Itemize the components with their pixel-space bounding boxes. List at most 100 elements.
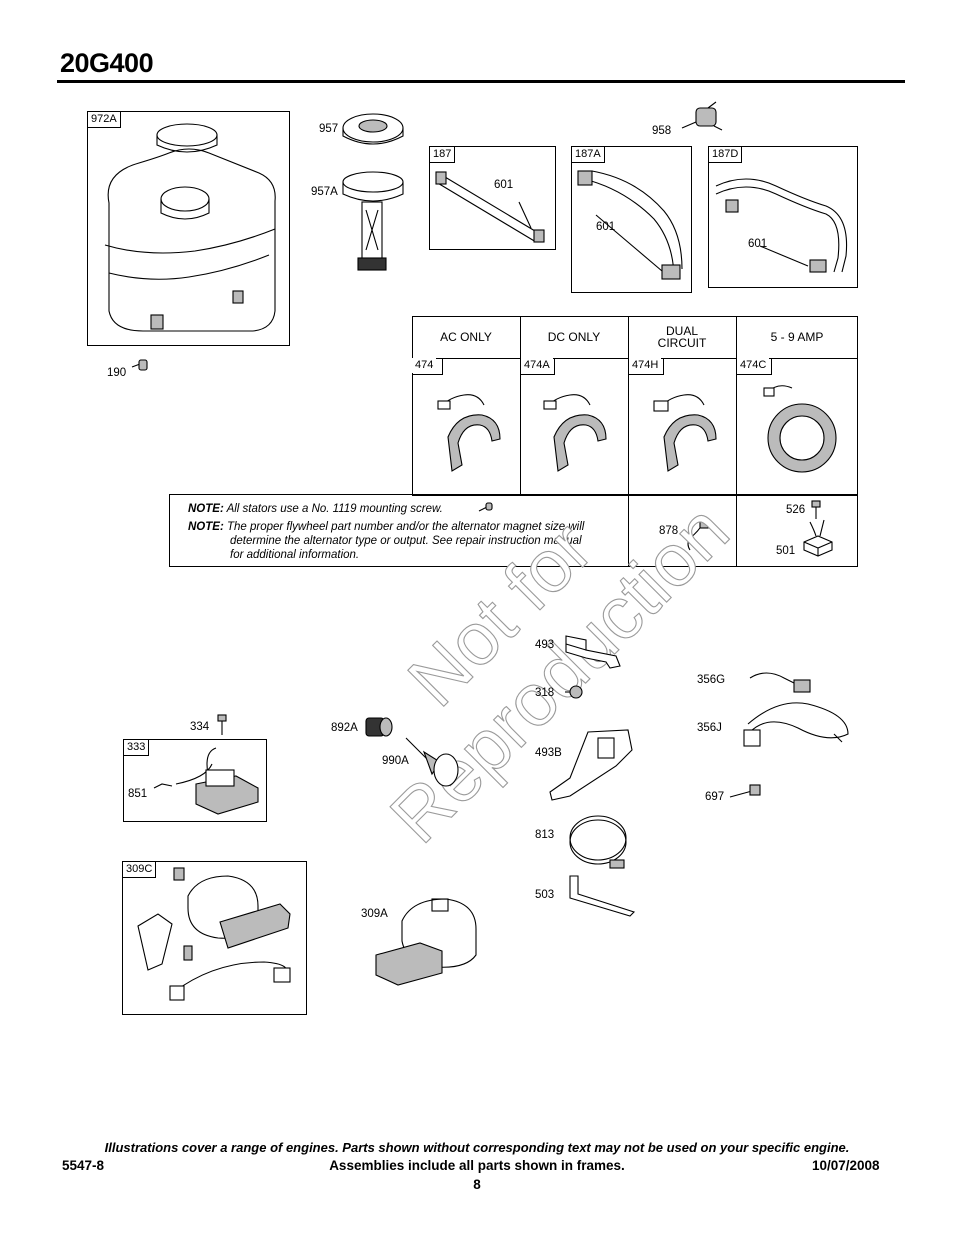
- clip-icon: [153, 783, 173, 789]
- part-label-957: 957: [319, 123, 339, 135]
- starter-motor-icon: [375, 898, 477, 986]
- mounting-plate-icon: [549, 729, 633, 801]
- stator-ac-icon: [437, 394, 501, 472]
- part-label-957A: 957A: [311, 186, 338, 198]
- note-2-line-3: for additional information.: [230, 549, 360, 561]
- switch-icon: [365, 717, 393, 737]
- note-label: NOTE:: [188, 503, 224, 515]
- part-label-309A: 309A: [361, 908, 388, 920]
- table-header-ac-only: AC ONLY: [440, 330, 492, 344]
- wire-harness-icon: [749, 672, 811, 693]
- wire-connector-icon: [687, 519, 709, 551]
- title-rule: [57, 80, 905, 83]
- mounting-screw-icon: [478, 502, 493, 512]
- choke-knob-icon: [405, 737, 459, 787]
- frame-333: 333: [123, 739, 267, 822]
- frame-tag-474: 474: [412, 358, 437, 373]
- fuel-cap-icon: [342, 113, 404, 145]
- part-label-334: 334: [190, 721, 210, 733]
- frame-474: 474: [412, 358, 443, 375]
- doc-number: 5547-8: [62, 1158, 105, 1173]
- stator-5-9-amp-icon: [763, 385, 837, 473]
- bolt-icon: [729, 784, 761, 798]
- screw-icon: [811, 500, 821, 519]
- frame-tag-474C: 474C: [737, 358, 770, 373]
- note-text: All stators use a No. 1119 mounting scre…: [226, 503, 443, 515]
- table-header-circuit: CIRCUIT: [657, 336, 707, 350]
- frame-474H: 474H: [628, 358, 664, 375]
- screw-icon: [565, 685, 583, 699]
- frame-972A: 972A: [87, 111, 290, 346]
- frame-tag-474H: 474H: [629, 358, 662, 373]
- part-label-878: 878: [659, 525, 679, 537]
- table-header-5-9-amp: 5 - 9 AMP: [770, 330, 824, 344]
- part-label-318: 318: [535, 687, 555, 699]
- wire-harness-icon: [743, 702, 849, 747]
- frame-tag-972A: 972A: [88, 112, 121, 128]
- part-label-601-c: 601: [748, 238, 768, 250]
- part-label-601-a: 601: [494, 179, 514, 191]
- assemblies-note: Assemblies include all parts shown in fr…: [329, 1158, 625, 1173]
- bracket-icon: [565, 635, 621, 669]
- frame-tag-187A: 187A: [572, 147, 605, 163]
- part-label-601-b: 601: [596, 221, 616, 233]
- table-header-dc-only: DC ONLY: [547, 330, 601, 344]
- frame-tag-187: 187: [430, 147, 456, 163]
- frame-tag-187D: 187D: [709, 147, 743, 163]
- part-label-493B: 493B: [535, 747, 562, 759]
- frame-474C: 474C: [736, 358, 772, 375]
- strap-icon: [569, 875, 636, 917]
- part-label-503: 503: [535, 889, 555, 901]
- shutoff-valve-icon: [681, 101, 723, 131]
- part-label-697: 697: [705, 791, 725, 803]
- part-label-493: 493: [535, 639, 555, 651]
- stator-table: [412, 316, 858, 496]
- stator-dc-icon: [543, 394, 607, 472]
- frame-tag-309C: 309C: [123, 862, 157, 878]
- doc-date: 10/07/2008: [812, 1158, 880, 1173]
- frame-tag-333: 333: [124, 740, 150, 756]
- page-number: 8: [473, 1177, 481, 1192]
- fuel-line-icon: [435, 171, 545, 243]
- fuel-line-bent-icon: [715, 178, 848, 273]
- notes-box: [169, 494, 858, 567]
- frame-tag-474A: 474A: [521, 358, 553, 373]
- stator-dual-circuit-icon: [653, 394, 717, 472]
- frame-474A: 474A: [520, 358, 555, 375]
- part-label-356G: 356G: [697, 674, 726, 686]
- page-title: 20G400: [60, 48, 154, 78]
- screw-icon: [131, 359, 148, 371]
- frame-187A: 187A: [571, 146, 692, 293]
- part-label-958: 958: [652, 125, 672, 137]
- regulator-icon: [803, 519, 833, 557]
- fuel-line-curved-icon: [577, 170, 683, 280]
- frame-309C: 309C: [122, 861, 307, 1015]
- fuel-tank-icon: [104, 123, 276, 332]
- notes-col-divider: [628, 494, 629, 567]
- screw-icon: [217, 714, 227, 735]
- note-2: NOTE: The proper flywheel part number an…: [188, 520, 584, 534]
- table-header-dual: DUAL: [665, 324, 698, 338]
- part-label-990A: 990A: [382, 755, 409, 767]
- part-label-356J: 356J: [697, 722, 722, 734]
- part-label-526: 526: [786, 504, 806, 516]
- part-label-190: 190: [107, 367, 127, 379]
- notes-col-divider: [736, 494, 737, 567]
- note-text: The proper flywheel part number and/or t…: [226, 521, 585, 533]
- frame-187D: 187D: [708, 146, 858, 288]
- ignition-armature-icon: [175, 747, 259, 815]
- frame-187: 187: [429, 146, 556, 250]
- footer-disclaimer: Illustrations cover a range of engines. …: [104, 1140, 850, 1155]
- part-label-501: 501: [776, 545, 796, 557]
- fuel-cap-gauge-icon: [342, 171, 404, 271]
- part-label-892A: 892A: [331, 722, 358, 734]
- table-col-divider: [520, 316, 521, 496]
- table-col-divider: [736, 316, 737, 496]
- note-2-line-2: determine the alternator type or output.…: [230, 535, 582, 547]
- part-label-851: 851: [128, 788, 148, 800]
- table-col-divider: [628, 316, 629, 496]
- clamp-icon: [569, 815, 627, 869]
- note-label: NOTE:: [188, 521, 224, 533]
- part-label-813: 813: [535, 829, 555, 841]
- starter-motor-kit-icon: [137, 867, 291, 1001]
